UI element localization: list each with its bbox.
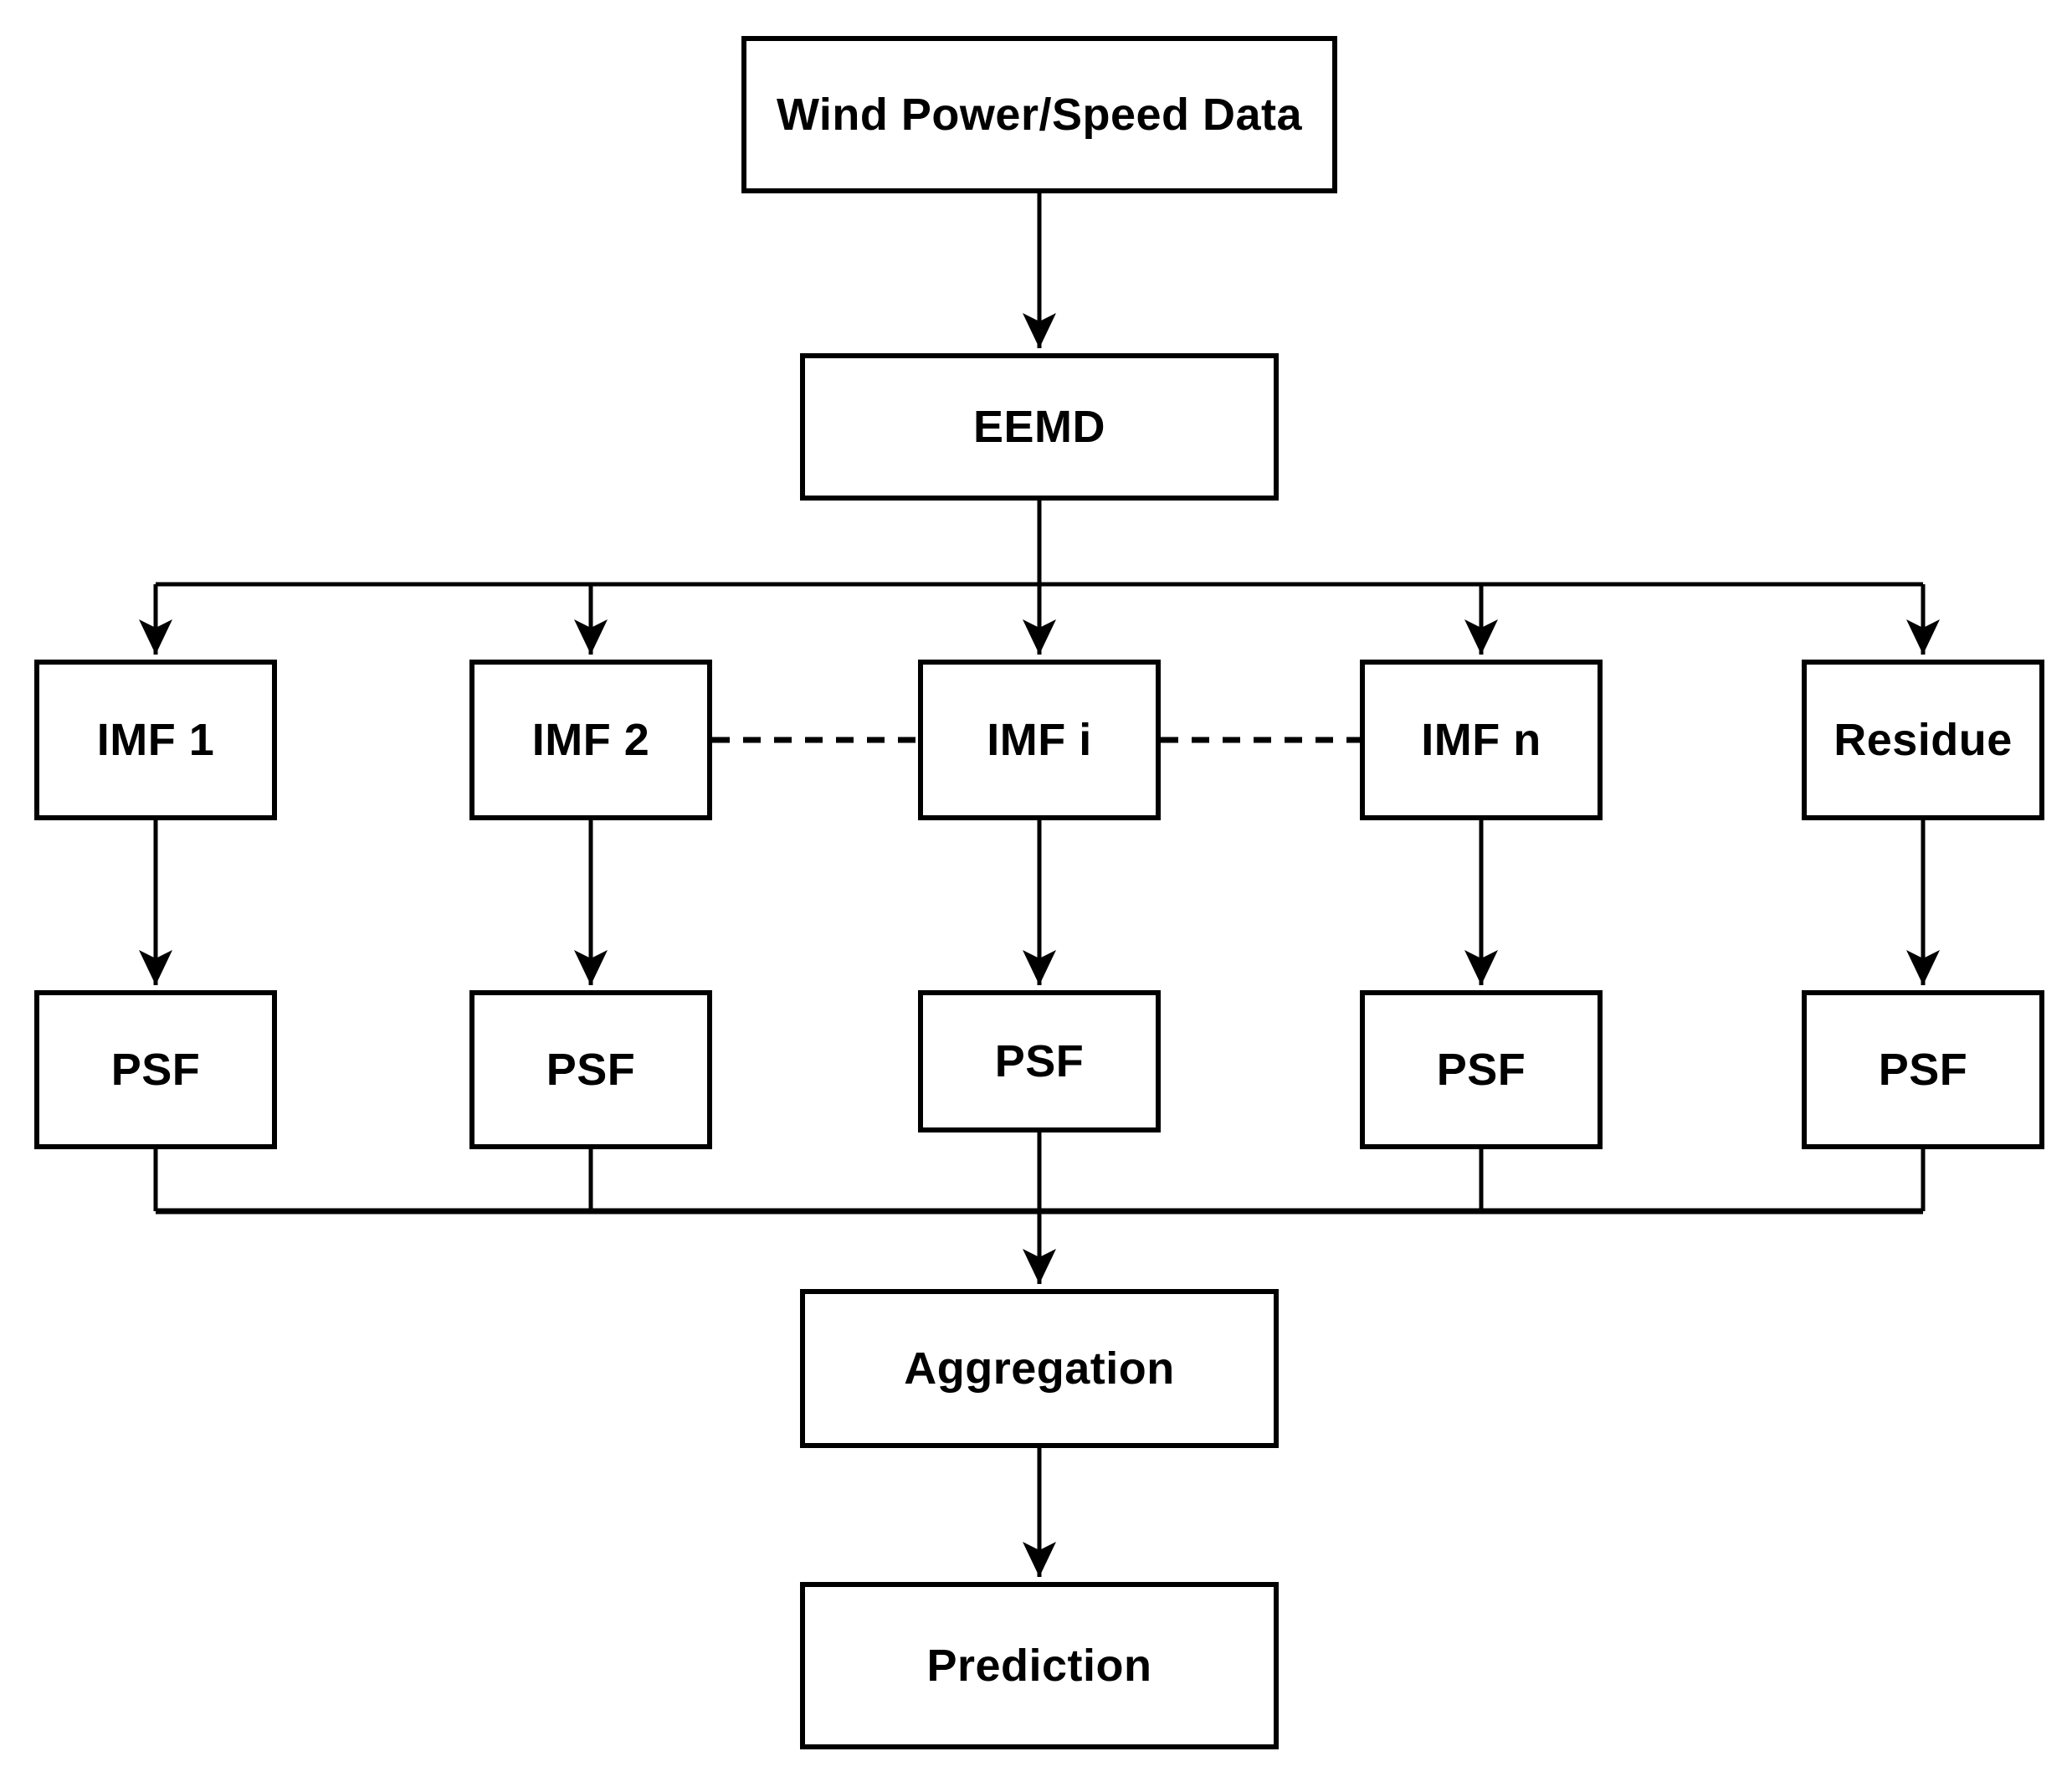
node-label: Wind Power/Speed Data bbox=[776, 90, 1303, 140]
node-label: PSF bbox=[1436, 1045, 1526, 1095]
node-psf-1: PSF bbox=[34, 990, 277, 1149]
node-label: EEMD bbox=[972, 402, 1105, 452]
node-eemd: EEMD bbox=[800, 353, 1279, 501]
node-imf-i: IMF i bbox=[918, 660, 1161, 820]
node-label: Residue bbox=[1834, 715, 2013, 765]
node-label: PSF bbox=[546, 1045, 636, 1095]
node-residue: Residue bbox=[1802, 660, 2044, 820]
node-psf-3: PSF bbox=[918, 990, 1161, 1132]
node-label: PSF bbox=[1878, 1045, 1968, 1095]
node-label: IMF n bbox=[1421, 715, 1541, 765]
node-imf-n: IMF n bbox=[1360, 660, 1603, 820]
node-label: PSF bbox=[110, 1045, 201, 1095]
node-psf-4: PSF bbox=[1360, 990, 1603, 1149]
node-psf-5: PSF bbox=[1802, 990, 2044, 1149]
node-label: IMF i bbox=[987, 715, 1092, 765]
node-label: Prediction bbox=[926, 1641, 1152, 1691]
node-imf-1: IMF 1 bbox=[34, 660, 277, 820]
node-aggregation: Aggregation bbox=[800, 1289, 1279, 1448]
node-prediction: Prediction bbox=[800, 1582, 1279, 1749]
node-psf-2: PSF bbox=[469, 990, 712, 1149]
node-label: Aggregation bbox=[904, 1343, 1175, 1394]
node-wind-power-speed-data: Wind Power/Speed Data bbox=[741, 36, 1337, 193]
node-imf-2: IMF 2 bbox=[469, 660, 712, 820]
node-label: IMF 2 bbox=[531, 715, 650, 765]
node-label: PSF bbox=[994, 1036, 1085, 1086]
node-label: IMF 1 bbox=[96, 715, 215, 765]
